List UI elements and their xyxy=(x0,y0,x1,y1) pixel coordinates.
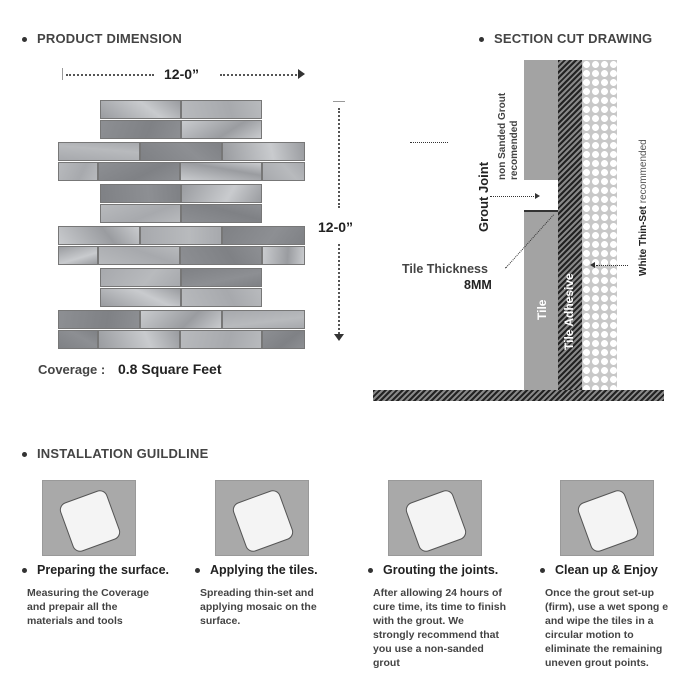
heading-text: PRODUCT DIMENSION xyxy=(37,31,182,46)
dimension-tick xyxy=(333,101,345,102)
step-title-text: Applying the tiles. xyxy=(210,563,318,577)
heading-text: INSTALLATION GUILDLINE xyxy=(37,446,209,461)
mosaic-tile xyxy=(222,142,305,161)
coverage-value: 0.8 Square Feet xyxy=(118,361,222,377)
mosaic-tile xyxy=(58,142,140,161)
height-label: 12-0” xyxy=(318,219,354,235)
thinset-layer xyxy=(582,60,617,390)
bullet-icon xyxy=(479,37,484,43)
tile-upper xyxy=(524,60,558,180)
adhesive-layer xyxy=(558,60,582,390)
trowel-icon xyxy=(215,480,309,556)
mosaic-tile xyxy=(181,184,262,203)
width-dimension-line xyxy=(66,74,154,76)
step-title: Clean up & Enjoy xyxy=(540,563,658,577)
arrow-right-icon xyxy=(298,69,305,79)
mosaic-tile xyxy=(181,288,262,307)
step-title-text: Preparing the surface. xyxy=(37,563,169,577)
illustration-shape xyxy=(230,488,296,554)
illustration-shape xyxy=(575,488,641,554)
mosaic-tile xyxy=(262,246,305,265)
step-title: Applying the tiles. xyxy=(195,563,318,577)
floor-base xyxy=(373,390,664,401)
installation-heading: INSTALLATION GUILDLINE xyxy=(22,446,208,461)
section-cut-heading: SECTION CUT DRAWING xyxy=(479,31,652,46)
mosaic-tile xyxy=(58,330,98,349)
width-dimension-line xyxy=(220,74,300,76)
step-description: After allowing 24 hours of cure time, it… xyxy=(373,587,507,669)
mosaic-tile xyxy=(100,120,181,139)
step-title: Grouting the joints. xyxy=(368,563,498,577)
bullet-icon xyxy=(22,568,27,574)
step-description: Once the grout set-up (firm), use a wet … xyxy=(545,587,669,669)
mosaic-tile xyxy=(262,330,305,349)
grout-note-line: recomended xyxy=(509,120,520,180)
tile-lower xyxy=(524,210,558,390)
step-title: Preparing the surface. xyxy=(22,563,169,577)
grout-note-line: non Sanded Grout xyxy=(497,92,508,180)
mosaic-tile xyxy=(180,330,262,349)
mosaic-tile xyxy=(100,204,181,223)
thinset-label: White Thin-Set recommended xyxy=(638,139,649,276)
mosaic-tile xyxy=(98,246,180,265)
width-label: 12-0” xyxy=(164,66,200,82)
illustration-shape xyxy=(403,488,469,554)
mosaic-tile xyxy=(58,162,98,181)
bullet-icon xyxy=(195,568,200,574)
coverage-label: Coverage : xyxy=(38,362,106,377)
step-description: Measuring the Coverage and prepair all t… xyxy=(27,587,149,627)
arrow-left-icon xyxy=(590,262,595,268)
illustration-shape xyxy=(57,488,123,554)
tile-label: Tile xyxy=(535,299,549,320)
sponge-icon xyxy=(560,480,654,556)
product-dimension-heading: PRODUCT DIMENSION xyxy=(22,31,182,46)
mosaic-tile xyxy=(181,204,262,223)
mosaic-tile xyxy=(140,310,222,329)
adhesive-label: Tile Adhesive xyxy=(562,273,576,350)
mosaic-tile xyxy=(181,100,262,119)
grout-float-icon xyxy=(388,480,482,556)
grout-joint-label: Grout Joint xyxy=(476,161,491,232)
thinset-rest: recommended xyxy=(638,139,649,206)
height-dimension-line xyxy=(338,244,340,334)
mosaic-tile xyxy=(181,268,262,287)
mosaic-tile xyxy=(262,162,305,181)
mosaic-tile xyxy=(180,162,262,181)
step-title-text: Grouting the joints. xyxy=(383,563,499,577)
thickness-value: 8MM xyxy=(464,278,492,292)
step-description: Spreading thin-set and applying mosaic o… xyxy=(200,587,317,627)
thinset-pointer xyxy=(596,265,628,266)
bullet-icon xyxy=(22,37,27,43)
mosaic-tile xyxy=(100,100,181,119)
thinset-bold: White Thin-Set xyxy=(638,206,649,276)
mosaic-tile xyxy=(58,246,98,265)
mosaic-tile xyxy=(100,268,181,287)
mosaic-tile xyxy=(140,142,222,161)
bullet-icon xyxy=(22,452,27,458)
measuring-roll-icon xyxy=(42,480,136,556)
dimension-tick xyxy=(62,68,63,80)
mosaic-tile xyxy=(98,162,180,181)
grout-pointer xyxy=(490,196,534,197)
mosaic-tile xyxy=(58,226,140,245)
mosaic-tile xyxy=(181,120,262,139)
heading-text: SECTION CUT DRAWING xyxy=(494,31,653,46)
mosaic-tile xyxy=(58,310,140,329)
dotted-line xyxy=(410,142,448,143)
mosaic-tile xyxy=(100,288,181,307)
bullet-icon xyxy=(368,568,373,574)
bullet-icon xyxy=(540,568,545,574)
mosaic-tile xyxy=(140,226,222,245)
thickness-label: Tile Thickness xyxy=(402,262,488,276)
height-dimension-line xyxy=(338,108,340,208)
mosaic-tile xyxy=(100,184,181,203)
step-title-text: Clean up & Enjoy xyxy=(555,563,658,577)
arrow-right-icon xyxy=(535,193,540,199)
mosaic-tile xyxy=(222,226,305,245)
mosaic-tile xyxy=(222,310,305,329)
mosaic-tile xyxy=(180,246,262,265)
arrow-down-icon xyxy=(334,334,344,341)
mosaic-tile xyxy=(98,330,180,349)
